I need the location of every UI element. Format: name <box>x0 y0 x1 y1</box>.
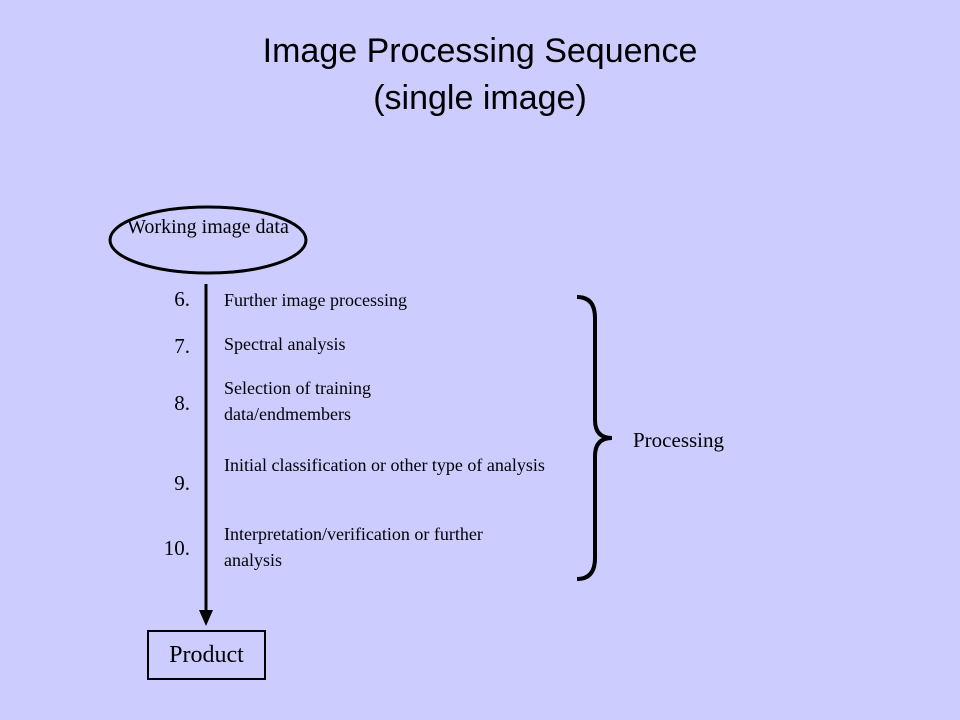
step-number: 9. <box>174 471 190 495</box>
step-label: Further image processing <box>224 290 407 310</box>
title-line-1: Image Processing Sequence <box>262 32 698 70</box>
step-number: 6. <box>174 287 190 311</box>
product-label: Product <box>169 641 244 668</box>
step-label: Interpretation/verification or further a… <box>224 524 483 570</box>
processing-brace <box>576 295 613 581</box>
step-number: 8. <box>174 391 190 415</box>
start-node-ellipse <box>108 205 308 275</box>
step-label: Selection of training data/endmembers <box>224 378 371 424</box>
flow-arrow-head <box>199 610 213 626</box>
title-line-2: (single image) <box>373 79 587 117</box>
step-number: 7. <box>174 334 190 358</box>
step-label: Initial classification or other type of … <box>224 455 545 475</box>
product-node: Product <box>147 630 266 680</box>
step-label: Spectral analysis <box>224 334 346 354</box>
start-node-label: Working image data <box>127 216 289 238</box>
processing-group-label: Processing <box>633 428 724 452</box>
step-number: 10. <box>163 536 190 560</box>
